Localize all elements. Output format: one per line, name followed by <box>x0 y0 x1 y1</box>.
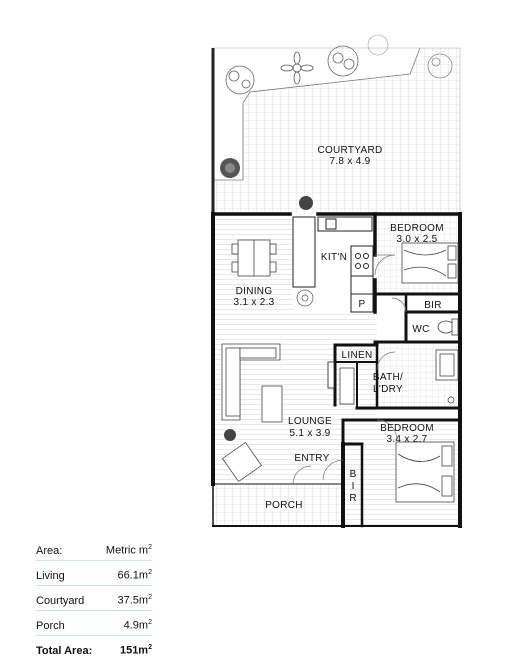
courtyard-label: COURTYARD <box>317 145 382 156</box>
area-total-label: Total Area: <box>36 644 93 657</box>
area-row: Living 66.1m2 <box>36 561 152 586</box>
coffee-table <box>261 385 283 423</box>
pot-plant-icon <box>220 158 240 178</box>
bir2-label-i: I <box>352 481 355 492</box>
area-total-row: Total Area: 151m2 <box>36 636 152 660</box>
bir2-label-b: B <box>350 469 357 480</box>
pot-plant-icon <box>296 289 314 307</box>
area-total-value: 151m <box>119 644 149 657</box>
doors <box>292 254 407 485</box>
area-header-row: Area: Metric m2 <box>36 536 152 561</box>
sofa <box>221 343 281 421</box>
area-row: Porch 4.9m2 <box>36 611 152 636</box>
toilet <box>437 318 459 336</box>
tree-icon <box>427 53 453 79</box>
courtyard <box>211 47 461 214</box>
area-row-value: 37.5m <box>117 594 149 607</box>
tv-unit <box>327 361 335 389</box>
tree-icon <box>367 34 389 56</box>
area-row-value: 4.9m <box>123 619 149 632</box>
area-header-value: Metric m <box>105 544 149 557</box>
lounge-label: LOUNGE <box>288 416 332 427</box>
area-schedule: Area: Metric m2 Living 66.1m2 Courtyard … <box>36 536 152 660</box>
bir2-label-r: R <box>349 493 356 504</box>
pot-plant-icon <box>299 196 313 210</box>
dining-dims: 3.1 x 2.3 <box>233 297 274 308</box>
bath-label: BATH/ <box>373 372 403 383</box>
dining-label: DINING <box>236 286 273 297</box>
wc-label: WC <box>412 324 429 335</box>
dining-table <box>231 239 277 277</box>
area-row-label: Courtyard <box>36 594 85 607</box>
area-row-value: 66.1m <box>117 569 149 582</box>
area-total-unit: 2 <box>148 644 152 651</box>
porch-label: PORCH <box>265 500 303 511</box>
area-header-label: Area: <box>36 544 63 557</box>
bedroom2-dims: 3.4 x 2.7 <box>386 434 427 445</box>
tree-icon <box>225 65 255 95</box>
bedroom1-label: BEDROOM <box>390 223 444 234</box>
bed <box>395 441 455 503</box>
kitchen-bench <box>292 216 374 313</box>
walls <box>211 212 462 528</box>
armchair <box>221 441 263 483</box>
linen-label: LINEN <box>342 350 373 361</box>
pantry-label: P <box>359 299 366 310</box>
laundry-fittings <box>339 349 459 405</box>
bir1-label: BIR <box>424 300 442 311</box>
kitchen-label: KIT'N <box>321 252 347 263</box>
bed <box>401 242 459 284</box>
bedroom1-dims: 3.0 x 2.5 <box>396 234 437 245</box>
bedroom2-label: BEDROOM <box>380 423 434 434</box>
area-row-unit: 2 <box>148 594 152 601</box>
laundry-label: L'DRY <box>373 384 403 395</box>
shrub-icon <box>327 45 359 77</box>
courtyard-dims: 7.8 x 4.9 <box>329 156 370 167</box>
pot-plant-icon <box>224 429 236 441</box>
lounge-dims: 5.1 x 3.9 <box>289 428 330 439</box>
flower-icon <box>280 51 314 85</box>
area-row-label: Porch <box>36 619 65 632</box>
area-row: Courtyard 37.5m2 <box>36 586 152 611</box>
floor-plan: COURTYARD 7.8 x 4.9 BEDROOM 3.0 x 2.5 KI… <box>211 34 462 528</box>
entry-label: ENTRY <box>294 453 329 464</box>
area-row-label: Living <box>36 569 65 582</box>
area-header-unit: 2 <box>148 544 152 551</box>
area-row-unit: 2 <box>148 619 152 626</box>
area-row-unit: 2 <box>148 569 152 576</box>
